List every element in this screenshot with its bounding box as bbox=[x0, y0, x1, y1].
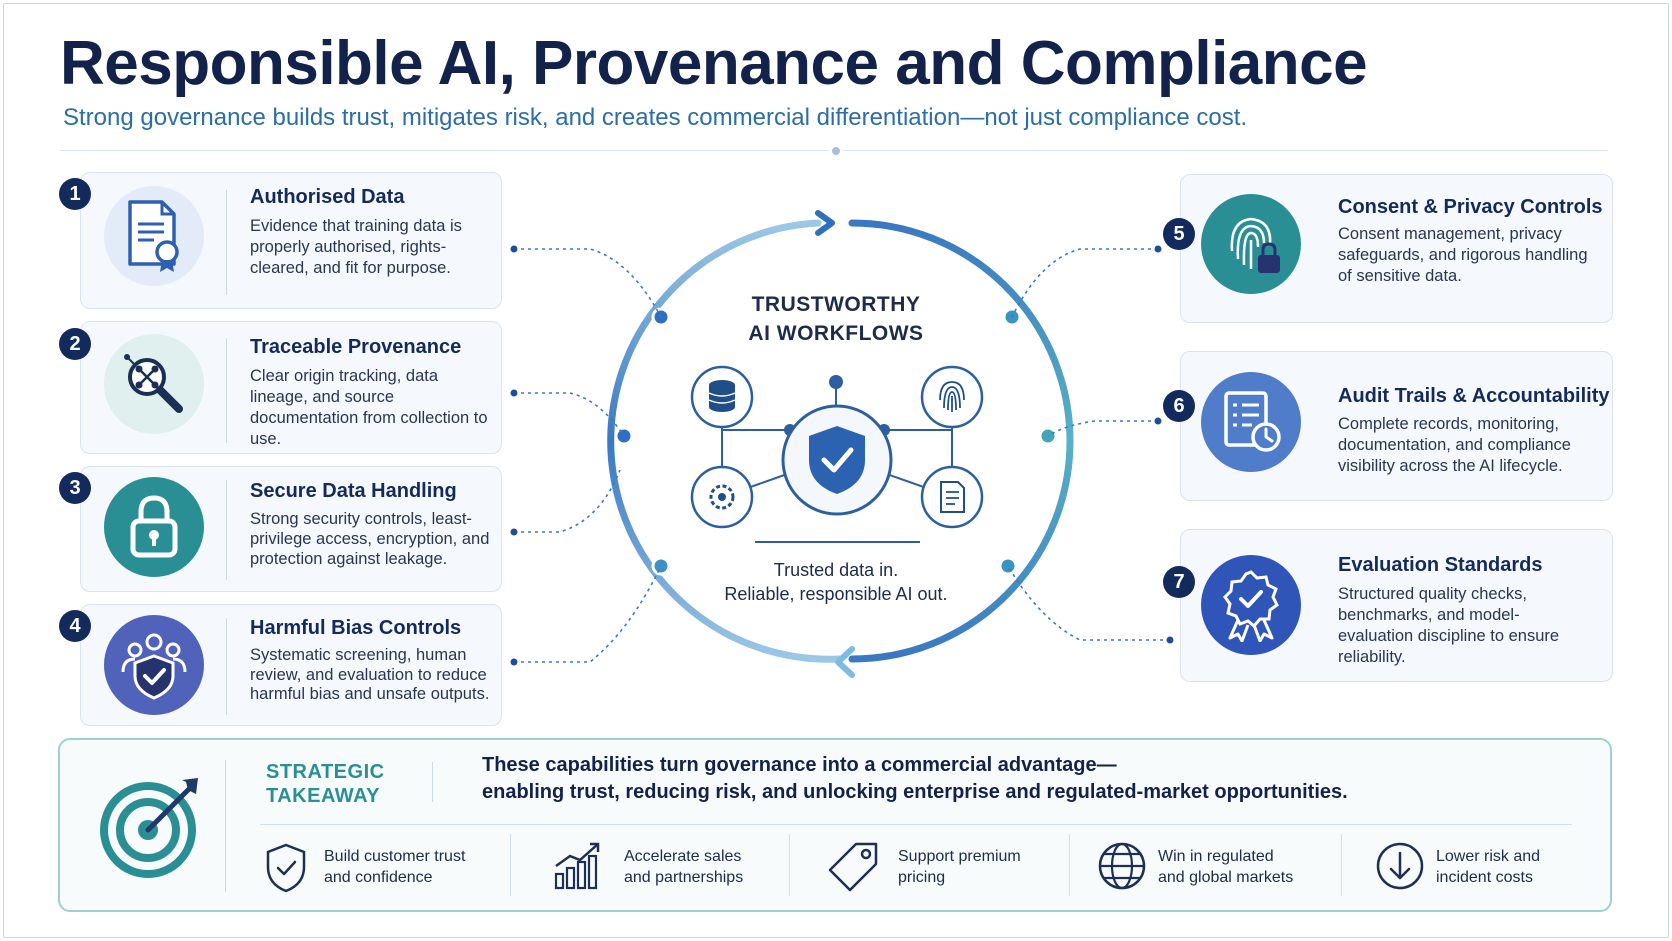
card-number: 6 bbox=[1163, 390, 1195, 422]
shield-check-icon bbox=[266, 843, 306, 893]
ring-arrow-top bbox=[815, 210, 835, 236]
takeaway-text: These capabilities turn governance into … bbox=[482, 752, 1348, 806]
card-title: Evaluation Standards bbox=[1338, 554, 1543, 576]
ring-left-arc bbox=[607, 219, 844, 663]
center-subtext: Trusted data in. Reliable, responsible A… bbox=[686, 558, 986, 606]
connector-2 bbox=[514, 392, 625, 437]
header-divider-dot bbox=[829, 144, 843, 158]
card-title: Harmful Bias Controls bbox=[250, 617, 462, 639]
connector-6 bbox=[1047, 420, 1158, 437]
ring-arrow-bottom bbox=[835, 646, 855, 678]
takeaway-text-line: enabling trust, reducing risk, and unloc… bbox=[482, 781, 1348, 803]
target-arrow-icon bbox=[98, 770, 208, 880]
benefit-customer-trust: Build customer trust and confidence bbox=[264, 834, 504, 900]
benefit-divider bbox=[1069, 834, 1070, 896]
card-description: Systematic screening, human review, and … bbox=[250, 646, 490, 703]
card-title: Authorised Data bbox=[250, 186, 405, 208]
settings-gear-icon bbox=[690, 465, 754, 529]
benefit-divider bbox=[510, 834, 511, 896]
globe-icon bbox=[1098, 842, 1146, 890]
ring-node bbox=[998, 556, 1018, 576]
benefit-text: Build customer trust bbox=[324, 848, 466, 865]
card-description: Strong security controls, least-privileg… bbox=[250, 510, 490, 568]
takeaway-label-divider bbox=[432, 762, 433, 802]
page-title: Responsible AI, Provenance and Complianc… bbox=[60, 29, 1368, 98]
center-subtext-line: Reliable, responsible AI out. bbox=[724, 584, 948, 604]
benefit-text: Support premium bbox=[898, 848, 1021, 865]
card-description: Consent management, privacy safeguards, … bbox=[1338, 225, 1588, 285]
database-icon bbox=[690, 365, 754, 429]
takeaway-label: STRATEGIC TAKEAWAY bbox=[266, 760, 385, 808]
card-divider bbox=[226, 190, 227, 295]
takeaway-hline bbox=[260, 824, 1572, 825]
certificate-document-icon bbox=[104, 186, 204, 286]
card-divider bbox=[226, 480, 227, 580]
center-label-line: TRUSTWORTHY bbox=[751, 293, 921, 316]
ring-right-arc bbox=[848, 219, 1074, 663]
card-number: 5 bbox=[1163, 218, 1195, 250]
benefit-text: and partnerships bbox=[624, 869, 744, 886]
takeaway-label-line: TAKEAWAY bbox=[266, 785, 381, 807]
center-label-line: AI WORKFLOWS bbox=[748, 322, 924, 345]
audit-clipboard-clock-icon bbox=[1201, 372, 1301, 472]
card-description: Complete records, monitoring, documentat… bbox=[1338, 415, 1571, 475]
connector-1 bbox=[514, 248, 662, 318]
benefit-divider bbox=[1341, 834, 1342, 896]
shield-check-central-icon bbox=[781, 404, 893, 516]
growth-chart-icon bbox=[554, 842, 600, 890]
center-label: TRUSTWORTHY AI WORKFLOWS bbox=[716, 290, 956, 348]
magnifier-network-icon bbox=[104, 334, 204, 434]
page-frame bbox=[3, 3, 1669, 938]
benefit-text: Win in regulated bbox=[1158, 848, 1274, 865]
benefit-text: and confidence bbox=[324, 869, 433, 886]
card-title: Secure Data Handling bbox=[250, 480, 457, 502]
card-number: 4 bbox=[59, 610, 91, 642]
benefit-accelerate-sales: Accelerate sales and partnerships bbox=[552, 834, 792, 900]
card-description: Clear origin tracking, data lineage, and… bbox=[250, 367, 488, 448]
padlock-icon bbox=[104, 477, 204, 577]
document-icon bbox=[920, 465, 984, 529]
card-description: Evidence that training data is properly … bbox=[250, 217, 462, 277]
card-number: 7 bbox=[1163, 566, 1195, 598]
benefit-text: pricing bbox=[898, 869, 946, 886]
down-arrow-circle-icon bbox=[1376, 842, 1424, 890]
card-title: Traceable Provenance bbox=[250, 336, 462, 358]
takeaway-label-line: STRATEGIC bbox=[266, 761, 385, 783]
benefit-premium-pricing: Support premium pricing bbox=[826, 834, 1066, 900]
benefit-text: and global markets bbox=[1158, 869, 1294, 886]
card-description: Structured quality checks, benchmarks, a… bbox=[1338, 585, 1560, 666]
benefit-text: Lower risk and bbox=[1436, 848, 1541, 865]
card-divider bbox=[226, 338, 227, 443]
connector-3 bbox=[514, 469, 621, 533]
benefit-text: Accelerate sales bbox=[624, 848, 742, 865]
takeaway-text-line: These capabilities turn governance into … bbox=[482, 754, 1117, 776]
benefit-regulated-markets: Win in regulated and global markets bbox=[1096, 834, 1336, 900]
card-number: 3 bbox=[59, 472, 91, 504]
award-badge-icon bbox=[1201, 555, 1301, 655]
center-subtext-line: Trusted data in. bbox=[773, 560, 899, 580]
network-node bbox=[829, 375, 843, 389]
price-tag-icon bbox=[828, 842, 878, 892]
connector-5 bbox=[1011, 248, 1158, 318]
card-number: 2 bbox=[59, 328, 91, 360]
benefit-text: incident costs bbox=[1436, 869, 1533, 886]
people-shield-icon bbox=[104, 615, 204, 715]
card-divider bbox=[226, 618, 227, 715]
takeaway-divider bbox=[225, 760, 226, 892]
card-number: 1 bbox=[59, 178, 91, 210]
connector-7 bbox=[1007, 565, 1170, 641]
fingerprint-lock-icon bbox=[1201, 194, 1301, 294]
page-subtitle: Strong governance builds trust, mitigate… bbox=[63, 104, 1248, 131]
connector-4 bbox=[514, 565, 662, 663]
fingerprint-icon bbox=[920, 365, 984, 429]
card-title: Audit Trails & Accountability bbox=[1338, 385, 1610, 407]
strategic-takeaway-panel bbox=[58, 738, 1612, 912]
card-title: Consent & Privacy Controls bbox=[1338, 196, 1603, 218]
benefit-lower-risk: Lower risk and incident costs bbox=[1374, 834, 1604, 900]
benefit-divider bbox=[789, 834, 790, 896]
